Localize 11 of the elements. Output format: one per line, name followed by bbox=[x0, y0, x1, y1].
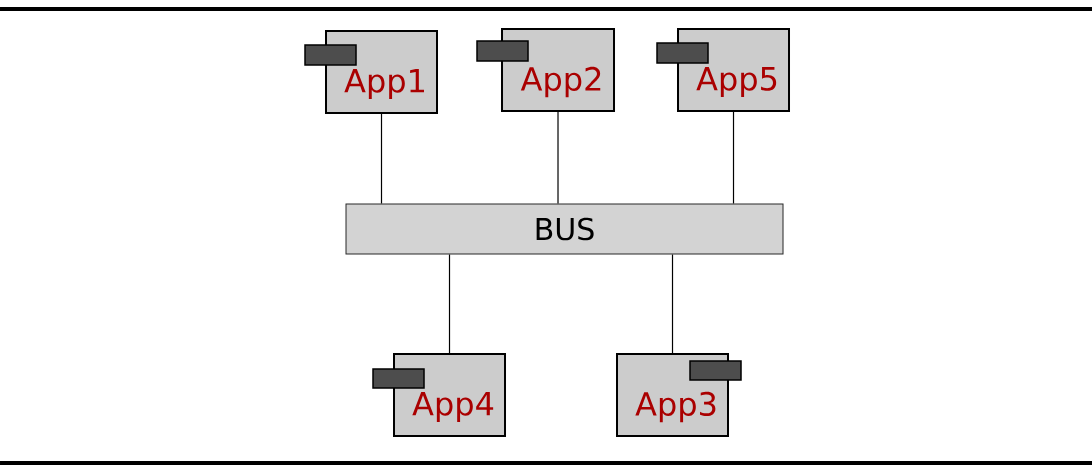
connector-line bbox=[732, 111, 735, 205]
connector-line bbox=[557, 111, 559, 205]
bus-bar: BUS bbox=[345, 203, 784, 255]
connector-line bbox=[671, 253, 674, 354]
component-box: App4 bbox=[372, 353, 506, 437]
component-box: App5 bbox=[656, 28, 790, 112]
component-box: App1 bbox=[304, 30, 438, 114]
component-box: App3 bbox=[616, 353, 742, 437]
connector-line bbox=[448, 253, 451, 354]
connector-line bbox=[380, 113, 383, 205]
component-box: App2 bbox=[476, 28, 615, 112]
